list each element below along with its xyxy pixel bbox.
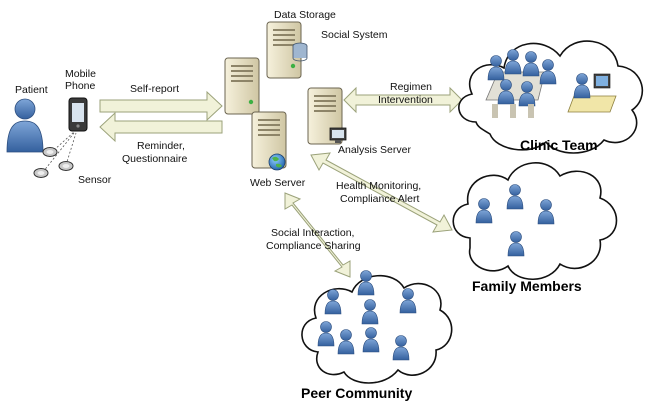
patient-figure (6, 98, 44, 153)
peer-community-cloud (301, 274, 453, 384)
reminder-label: Reminder, Questionnaire (122, 140, 188, 165)
mobile-phone-icon (68, 97, 88, 132)
arrow-health-monitoring (310, 152, 453, 233)
clinic-team-cloud (458, 40, 643, 154)
patient-label: Patient (15, 84, 48, 96)
sensor-icon (33, 147, 74, 178)
health-monitoring-label: Health Monitoring, Compliance Alert (336, 180, 424, 205)
arrow-self-report (99, 90, 223, 122)
regimen-intervention-label: Regimen Intervention (378, 81, 435, 106)
self-report-label: Self-report (130, 83, 179, 95)
mobile-phone-label: Mobile Phone (65, 68, 99, 92)
web-server (251, 111, 287, 171)
data-storage-server (266, 21, 308, 79)
database-icon (292, 42, 308, 62)
arrow-reminder (99, 111, 223, 143)
globe-icon (268, 153, 286, 171)
clinic-team-label: Clinic Team (520, 137, 598, 153)
arrow-social-interaction (284, 192, 351, 278)
clinician-at-desk-icon (567, 73, 617, 113)
data-storage-label: Data Storage (274, 9, 336, 21)
analysis-server-label: Analysis Server (338, 144, 411, 156)
analysis-server (307, 87, 347, 145)
family-members-cloud (452, 162, 618, 280)
meeting-table-icon (485, 49, 557, 118)
sensor-link-lines (42, 131, 77, 173)
peer-community-label: Peer Community (301, 385, 412, 401)
social-interaction-label: Social Interaction, Compliance Sharing (266, 227, 361, 252)
web-server-label: Web Server (250, 177, 306, 189)
sensor-label: Sensor (78, 174, 112, 186)
social-system-server (224, 57, 260, 115)
computer-monitor-icon (329, 127, 347, 143)
social-system-label: Social System (321, 29, 388, 41)
family-members-label: Family Members (472, 278, 582, 294)
